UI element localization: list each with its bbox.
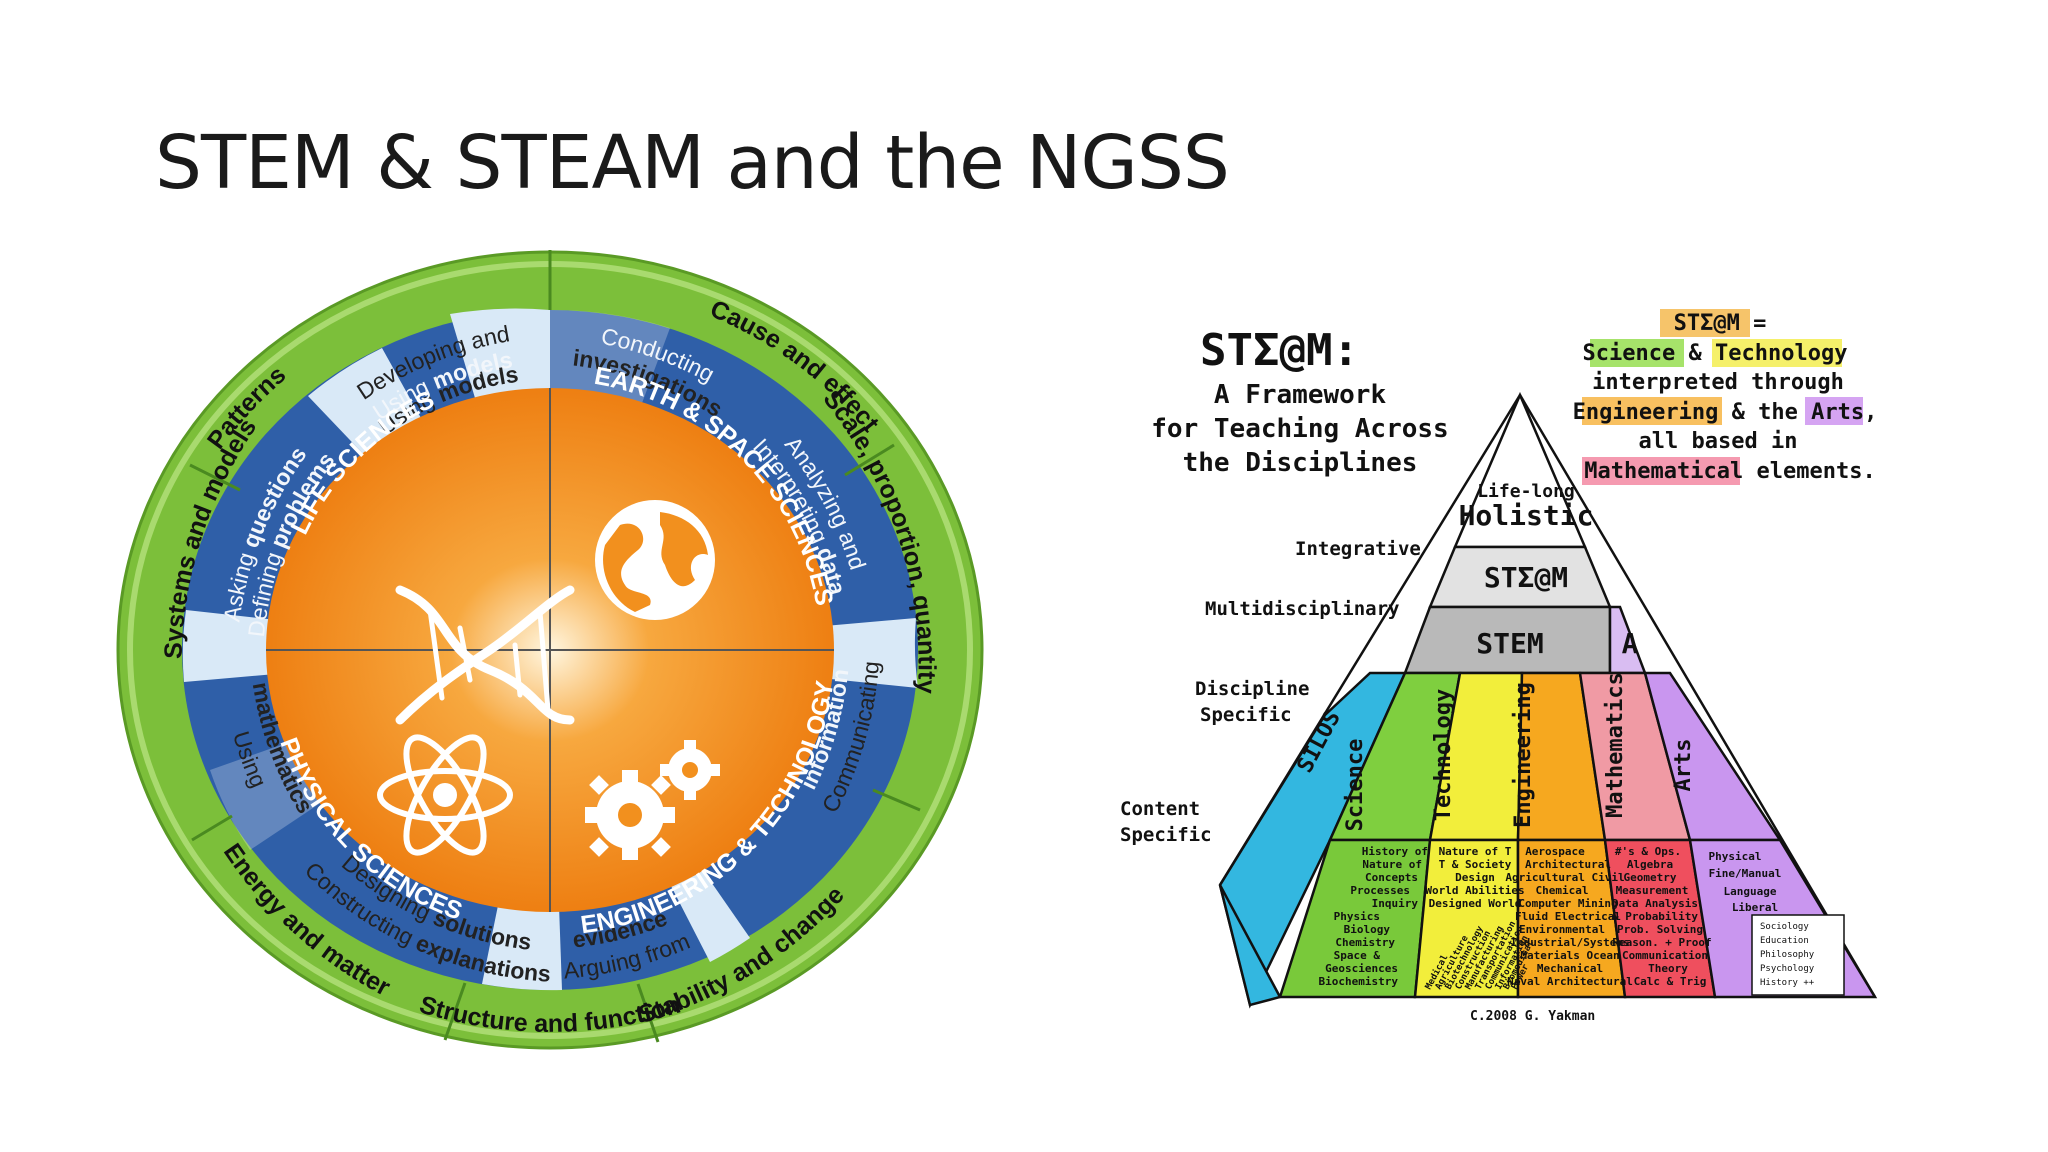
- svg-text:Processes: Processes: [1350, 884, 1410, 897]
- svg-text:Design: Design: [1455, 871, 1495, 884]
- content-specific-label-2: Specific: [1120, 824, 1212, 846]
- svg-text:Education: Education: [1760, 936, 1809, 946]
- svg-text:Biochemistry: Biochemistry: [1319, 975, 1399, 988]
- svg-text:Communication: Communication: [1622, 949, 1708, 962]
- column-technology: Technology: [1431, 689, 1456, 821]
- svg-text:Data Analysis: Data Analysis: [1612, 897, 1698, 910]
- arts-content-list: Physical Fine/Manual Language Liberal: [1709, 850, 1782, 914]
- svg-text:Industrial/Systems: Industrial/Systems: [1510, 936, 1629, 949]
- svg-text:Physics: Physics: [1334, 910, 1380, 923]
- svg-text:A Framework: A Framework: [1214, 380, 1387, 410]
- svg-text:Sociology: Sociology: [1760, 922, 1809, 932]
- svg-text:Environmental: Environmental: [1519, 923, 1605, 936]
- silos-content: [1218, 884, 1282, 1007]
- globe-icon: [595, 500, 715, 620]
- svg-text:Biology: Biology: [1344, 923, 1391, 936]
- arts-a-label: A: [1622, 627, 1639, 660]
- steam-definition: STΣ@M = Science & Technology interpreted…: [1573, 309, 1878, 485]
- svg-text:Calc & Trig: Calc & Trig: [1634, 975, 1707, 988]
- liberal-content-list: Sociology Education Philosophy Psycholog…: [1760, 922, 1815, 988]
- slide-title: STEM & STEAM and the NGSS: [155, 120, 1230, 206]
- steam-subtitle: A Framework for Teaching Across the Disc…: [1151, 380, 1448, 478]
- svg-text:Architectural: Architectural: [1525, 858, 1611, 871]
- svg-text:Science & Technology: Science & Technology: [1583, 341, 1848, 366]
- svg-text:History ++: History ++: [1760, 978, 1815, 988]
- svg-text:& Probability: & Probability: [1612, 910, 1698, 923]
- dna-icon: [395, 585, 575, 725]
- liberal-arts-box: [1751, 914, 1845, 996]
- svg-text:History of: History of: [1362, 845, 1428, 858]
- svg-text:Agricultural Civil: Agricultural Civil: [1505, 871, 1624, 884]
- column-arts: Arts: [1671, 739, 1696, 792]
- svg-text:Nature of T: Nature of T: [1439, 845, 1512, 858]
- svg-text:Computer Mining: Computer Mining: [1518, 897, 1617, 910]
- svg-text:Psychology: Psychology: [1760, 964, 1815, 974]
- steam-tier-label: STΣ@M: [1484, 561, 1568, 594]
- svg-text:Liberal: Liberal: [1732, 901, 1778, 914]
- svg-text:#'s & Ops.: #'s & Ops.: [1615, 845, 1681, 858]
- svg-text:Language: Language: [1724, 885, 1777, 898]
- svg-text:Prob. Solving: Prob. Solving: [1617, 923, 1703, 936]
- svg-text:Chemical: Chemical: [1536, 884, 1589, 897]
- column-engineering: Engineering: [1511, 682, 1536, 828]
- svg-text:Philosophy: Philosophy: [1760, 950, 1815, 960]
- stem-tier-label: STEM: [1476, 627, 1543, 660]
- engineering-content-list: Aerospace Architectural Agricultural Civ…: [1505, 845, 1633, 988]
- svg-text:for Teaching Across: for Teaching Across: [1151, 414, 1448, 444]
- ngss-wheel: Patterns Cause and effect Scale, proport…: [116, 250, 984, 1050]
- svg-text:Geometry: Geometry: [1624, 871, 1677, 884]
- svg-text:Algebra: Algebra: [1627, 858, 1673, 871]
- svg-text:Reason. + Proof: Reason. + Proof: [1612, 936, 1711, 949]
- svg-text:STΣ@M =: STΣ@M =: [1674, 311, 1767, 336]
- atom-icon: [377, 734, 513, 856]
- svg-text:World Abilities: World Abilities: [1425, 884, 1524, 897]
- svg-text:Physical: Physical: [1709, 850, 1762, 863]
- svg-text:Mechanical: Mechanical: [1537, 962, 1603, 975]
- steam-pyramid: STΣ@M: A Framework for Teaching Across t…: [1120, 309, 1878, 1024]
- multidisciplinary-label: Multidisciplinary: [1205, 598, 1399, 620]
- svg-text:Mathematical elements.: Mathematical elements.: [1584, 459, 1875, 484]
- gears-icon: [585, 740, 720, 860]
- svg-text:Nature of: Nature of: [1362, 858, 1422, 871]
- svg-text:Fluid Electrical: Fluid Electrical: [1515, 910, 1621, 923]
- svg-text:T & Society: T & Society: [1439, 858, 1512, 871]
- svg-text:Concepts: Concepts: [1365, 871, 1418, 884]
- svg-text:Measurement: Measurement: [1616, 884, 1689, 897]
- svg-text:Fine/Manual: Fine/Manual: [1709, 867, 1782, 880]
- svg-text:Engineering & the Arts,: Engineering & the Arts,: [1573, 400, 1878, 425]
- svg-text:Chemistry: Chemistry: [1335, 936, 1395, 949]
- holistic-label: Holistic: [1459, 499, 1594, 532]
- column-mathematics: Mathematics: [1603, 672, 1628, 818]
- science-content-list: History of Nature of Concepts Processes …: [1319, 845, 1428, 988]
- integrative-label: Integrative: [1295, 538, 1421, 560]
- discipline-specific-label: Discipline: [1195, 678, 1309, 700]
- svg-text:Materials Ocean: Materials Ocean: [1520, 949, 1619, 962]
- steam-logo: STΣ@M:: [1200, 325, 1359, 376]
- discipline-specific-label-2: Specific: [1200, 704, 1292, 726]
- svg-text:Aerospace: Aerospace: [1525, 845, 1585, 858]
- svg-text:Space &: Space &: [1334, 949, 1381, 962]
- technology-content-list: Nature of T T & Society Design World Abi…: [1425, 845, 1524, 910]
- svg-text:Designed World: Designed World: [1429, 897, 1522, 910]
- svg-text:Naval Architectural: Naval Architectural: [1507, 975, 1633, 988]
- svg-text:Inquiry: Inquiry: [1372, 897, 1419, 910]
- svg-text:all based in: all based in: [1639, 429, 1798, 454]
- svg-text:the Disciplines: the Disciplines: [1183, 448, 1418, 478]
- svg-text:Theory: Theory: [1648, 962, 1688, 975]
- svg-text:interpreted through: interpreted through: [1592, 370, 1844, 395]
- svg-text:Geosciences: Geosciences: [1325, 962, 1398, 975]
- column-science: Science: [1343, 739, 1368, 832]
- mathematics-content-list: #'s & Ops. Algebra Geometry Measurement …: [1612, 845, 1712, 988]
- credit-text: C.2008 G. Yakman: [1470, 1009, 1595, 1024]
- lifelong-label: Life-long: [1477, 481, 1575, 502]
- content-specific-label: Content: [1120, 798, 1200, 820]
